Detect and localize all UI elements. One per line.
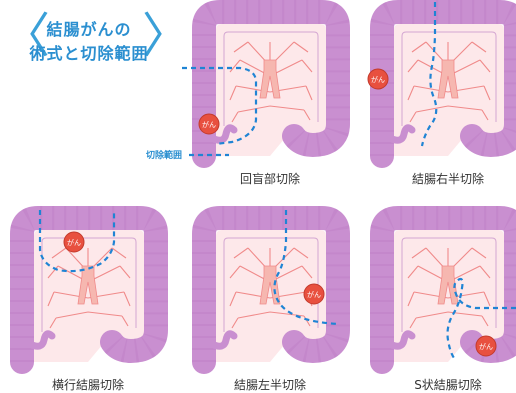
colon-diagram: がん <box>368 6 516 166</box>
caption-left-hemicolectomy: 結腸左半切除 <box>190 376 350 393</box>
cancer-label: がん <box>371 75 385 84</box>
title-line-1: 結腸がんの <box>14 16 164 40</box>
cancer-label: がん <box>202 120 216 129</box>
panel-sigmoid-colectomy: がん <box>368 212 516 372</box>
panel-right-hemicolectomy: がん <box>368 6 516 166</box>
cancer-label: がん <box>479 342 493 351</box>
legend-dash <box>189 152 229 158</box>
caption-sigmoid-colectomy: S状結腸切除 <box>368 376 516 393</box>
caption-ileocecal: 回盲部切除 <box>190 170 350 187</box>
colon-diagram: がん <box>8 212 168 372</box>
cancer-label: がん <box>67 238 81 247</box>
caption-right-hemicolectomy: 結腸右半切除 <box>368 170 516 187</box>
colon-diagram: がん <box>368 212 516 372</box>
panel-ileocecal-resection: がん <box>190 6 350 166</box>
colon-illustration <box>382 12 516 156</box>
legend-label: 切除範囲 <box>146 151 182 161</box>
legend: 切除範囲 <box>146 148 225 161</box>
colon-illustration <box>204 12 338 156</box>
caption-transverse-colectomy: 横行結腸切除 <box>8 376 168 393</box>
colon-diagram: がん <box>190 6 350 166</box>
panel-transverse-colectomy: がん <box>8 212 168 372</box>
title-line-2: 術式と切除範囲 <box>14 40 164 64</box>
panel-left-hemicolectomy: がん <box>190 212 350 372</box>
colon-diagram: がん <box>190 212 350 372</box>
diagram-title: 〈 〉 結腸がんの 術式と切除範囲 <box>0 6 170 70</box>
colon-illustration <box>22 218 156 362</box>
cancer-label: がん <box>307 290 321 299</box>
